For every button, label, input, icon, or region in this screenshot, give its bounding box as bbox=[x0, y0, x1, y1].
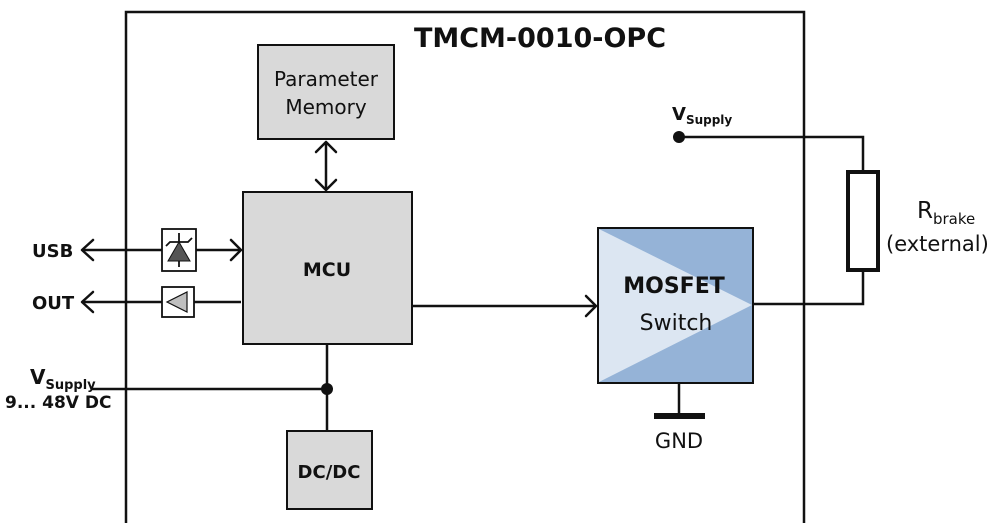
out-line bbox=[80, 290, 241, 314]
usb-line bbox=[80, 238, 243, 262]
buffer-icon bbox=[161, 286, 195, 318]
vsupply-input-range: 9... 48V DC bbox=[5, 393, 111, 413]
parameter-memory-block bbox=[257, 44, 395, 140]
module-boundary bbox=[124, 10, 806, 523]
memory-mcu-bidirectional-arrow bbox=[314, 140, 338, 192]
parameter-memory-label-line1: Parameter bbox=[274, 67, 379, 91]
brake-resistor-note: (external) bbox=[886, 232, 989, 256]
mcu-to-mosfet-arrow bbox=[412, 294, 598, 318]
tvs-diode-icon bbox=[161, 228, 197, 272]
dcdc-block bbox=[286, 430, 373, 510]
out-port-label: OUT bbox=[32, 293, 75, 314]
mosfet-label-line2: Switch bbox=[640, 311, 713, 336]
brake-resistor-wiring bbox=[679, 135, 865, 306]
brake-resistor-label: Rbrake bbox=[917, 198, 975, 228]
brake-resistor-icon bbox=[846, 170, 880, 272]
junction-dot bbox=[321, 383, 333, 395]
mcu-block bbox=[242, 191, 413, 345]
mosfet-label-line1: MOSFET bbox=[623, 274, 725, 299]
ground-label: GND bbox=[655, 429, 703, 453]
vsupply-input-label: VSupply bbox=[30, 365, 96, 393]
ground-symbol bbox=[654, 384, 705, 419]
vsupply-node-label: VSupply bbox=[672, 104, 732, 127]
module-title: TMCM-0010-OPC bbox=[414, 23, 666, 54]
parameter-memory-label-line2: Memory bbox=[285, 95, 367, 119]
mosfet-switch-block bbox=[597, 227, 754, 384]
mcu-label: MCU bbox=[303, 259, 351, 281]
usb-port-label: USB bbox=[32, 241, 73, 262]
dcdc-label: DC/DC bbox=[298, 462, 361, 483]
vsupply-input-line bbox=[92, 345, 333, 430]
